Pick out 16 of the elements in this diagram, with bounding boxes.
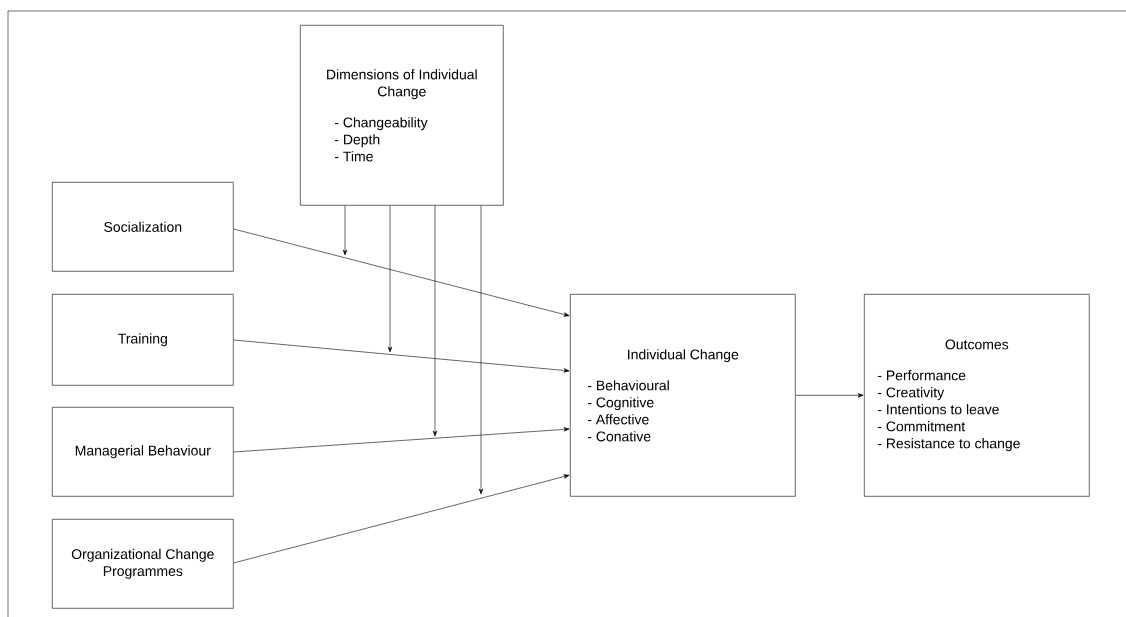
arrow: [342, 205, 348, 256]
arrow: [233, 339, 570, 373]
text-box: Organizational Change Programmes: [52, 519, 234, 609]
arrow: [233, 427, 570, 453]
arrow: [233, 474, 570, 564]
arrow: [795, 393, 864, 398]
text-box: Dimensions of Individual Change - Changeability - Depth - Time: [300, 25, 504, 206]
text-box: Socialization: [52, 182, 234, 272]
arrow: [233, 228, 570, 317]
arrow: [478, 205, 484, 495]
arrow: [387, 205, 393, 353]
text-box: Managerial Behaviour: [52, 407, 234, 497]
text-box: Individual Change - Behavioural - Cognitive - Affective - Conative: [570, 294, 796, 497]
text-box: Training: [52, 294, 234, 386]
arrow: [432, 205, 438, 437]
text-box: Outcomes - Performance - Creativity - Intentions to leave - Commitment - Resistance to change: [864, 294, 1090, 497]
